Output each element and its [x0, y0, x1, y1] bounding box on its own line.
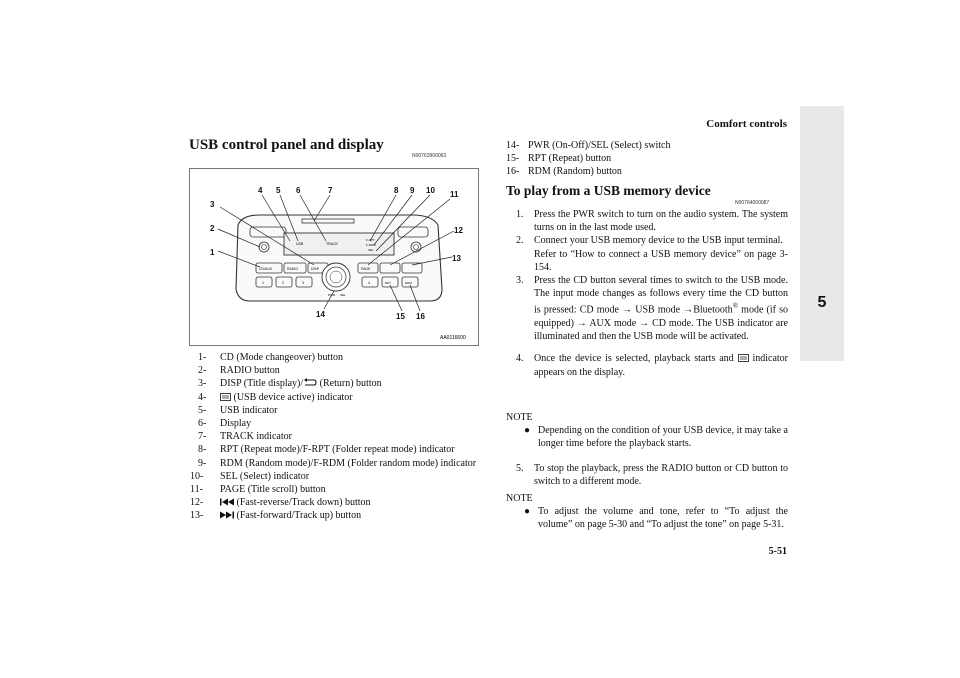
running-header: Comfort controls [706, 118, 787, 130]
display-track-label: TRACK [326, 242, 339, 246]
callout-8: 8 [394, 186, 399, 195]
callout-2: 2 [210, 224, 215, 233]
legend-item: 14-PWR (On-Off)/SEL (Select) switch [506, 140, 671, 151]
legend-item: 7-TRACK indicator [198, 431, 292, 443]
callout-12: 12 [454, 226, 463, 235]
section-code: N00763900063 [412, 153, 447, 159]
step-item: 3.Press the CD button several times to s… [516, 275, 788, 343]
callout-3: 3 [210, 200, 215, 209]
chapter-number: 5 [817, 294, 827, 311]
fast-forward-icon [220, 511, 234, 519]
legend-item: 15-RPT (Repeat) button [506, 153, 612, 165]
legend-item: 9-RDM (Random mode)/F-RDM (Folder random… [198, 457, 477, 469]
sel-knob-label: SEL [340, 293, 346, 297]
display-frdm-label: F-RDM [366, 243, 376, 247]
legend-item: 10-SEL (Select) indicator [190, 470, 310, 482]
figure-code: AA0116600 [440, 335, 466, 341]
note-label: NOTE [506, 412, 533, 423]
step-5: 5.To stop the playback, press the RADIO … [516, 463, 788, 488]
callout-14: 14 [316, 310, 325, 319]
legend-item: 8-RPT (Repeat mode)/F-RPT (Folder repeat… [198, 444, 455, 456]
disp-button-label: DISP [311, 267, 320, 271]
page-number: 5-51 [768, 546, 787, 557]
legend-item: 16-RDM (Random) button [506, 166, 622, 178]
usb-device-icon [737, 354, 749, 363]
cd-button-label: CD/AUX [259, 267, 273, 271]
note-text: ●To adjust the volume and tone, refer to… [524, 506, 788, 531]
callout-16: 16 [416, 312, 425, 321]
callout-6: 6 [296, 186, 301, 195]
rdm-button-label: RDM [405, 281, 412, 285]
page-button-label: PAGE [361, 267, 371, 271]
display-usb-label: USB [296, 242, 304, 246]
step-item: 4.Once the device is selected, playback … [516, 353, 788, 378]
callout-5: 5 [276, 186, 281, 195]
rpt-button-label: RPT [385, 281, 391, 285]
preset-1-label: 1 [262, 281, 264, 285]
steps-list: 1.Press the PWR switch to turn on the au… [506, 208, 788, 379]
callout-4: 4 [258, 186, 263, 195]
usb-device-icon [220, 392, 231, 401]
preset-3-label: 3 [302, 281, 304, 285]
callout-11: 11 [450, 190, 459, 199]
note-label: NOTE [506, 493, 533, 504]
play-section-code: N00764000087 [735, 200, 770, 206]
preset-4-label: 4 [368, 281, 370, 285]
legend-item: 5-USB indicator [198, 404, 278, 416]
legend-list: 1-CD (Mode changeover) button 2-RADIO bu… [190, 351, 483, 523]
panel-illustration: USB TRACK F-RPT F-RDM SEL CD/AUX RADIO D… [210, 186, 466, 341]
bullet-icon: ● [524, 506, 531, 517]
fast-reverse-icon [220, 498, 234, 506]
legend-item: 3-DISP (Title display)/ (Return) button [198, 378, 382, 390]
legend-item: 11-PAGE (Title scroll) button [190, 484, 326, 496]
display-sel-label: SEL [368, 248, 374, 252]
legend-list-right: 14-PWR (On-Off)/SEL (Select) switch 15-R… [506, 139, 788, 179]
legend-item: 6-Display [198, 418, 252, 430]
legend-item: 13- (Fast-forward/Track up) button [190, 510, 362, 522]
usb-panel-figure: USB TRACK F-RPT F-RDM SEL CD/AUX RADIO D… [189, 168, 479, 346]
radio-button-label: RADIO [287, 267, 298, 271]
legend-item: 4- (USB device active) indicator [198, 391, 353, 403]
legend-item: 1-CD (Mode changeover) button [198, 352, 344, 363]
section-title: USB control panel and display [189, 137, 384, 153]
callout-15: 15 [396, 312, 405, 321]
callout-10: 10 [426, 186, 435, 195]
bullet-icon: ● [524, 425, 531, 436]
chapter-tab [800, 106, 844, 361]
legend-item: 2-RADIO button [198, 365, 280, 377]
return-icon [304, 378, 317, 386]
callout-13: 13 [452, 254, 461, 263]
callout-9: 9 [410, 186, 415, 195]
step-item: 2.Connect your USB memory device to the … [516, 235, 788, 273]
note-text: ●Depending on the condition of your USB … [524, 425, 788, 450]
preset-2-label: 2 [282, 281, 284, 285]
step-item: 1.Press the PWR switch to turn on the au… [516, 209, 788, 234]
play-section-title: To play from a USB memory device [506, 183, 711, 198]
legend-item: 12- (Fast-reverse/Track down) button [190, 497, 371, 509]
callout-1: 1 [210, 248, 215, 257]
callout-7: 7 [328, 186, 333, 195]
